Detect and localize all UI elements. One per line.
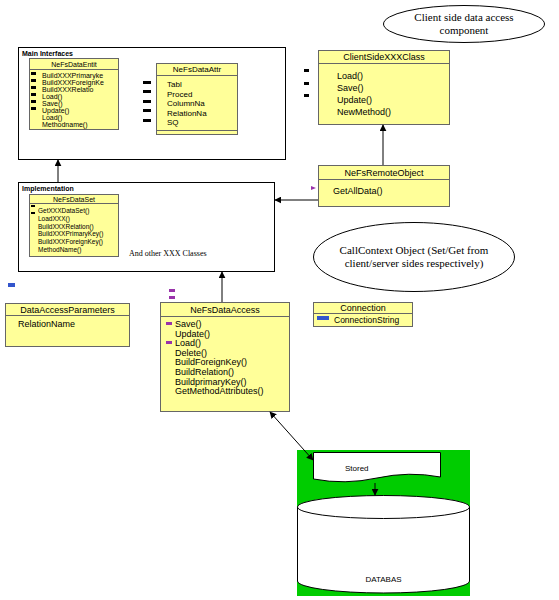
member-name: Load() bbox=[30, 93, 118, 100]
access-icons bbox=[166, 186, 316, 344]
member-name: Update() bbox=[161, 330, 289, 340]
member-name: Update() bbox=[319, 94, 449, 106]
class-box: ConnectionConnectionString bbox=[313, 302, 413, 327]
member-name: ColumnNa bbox=[157, 99, 237, 109]
document-outline bbox=[314, 453, 441, 482]
database-cylinder: DATABAS bbox=[297, 495, 470, 593]
shape-outline bbox=[313, 452, 441, 483]
member-name: BuildXXXForeignKe bbox=[30, 79, 118, 86]
shape-label: DATABAS bbox=[297, 575, 470, 585]
class-name: ClientSideXXXClass bbox=[319, 51, 449, 64]
class-box: ClientSideXXXClassLoad()Save()Update()Ne… bbox=[318, 50, 450, 125]
member-name: Methodname() bbox=[30, 121, 118, 128]
parameter-icons bbox=[8, 283, 329, 320]
member-name: RelationName bbox=[6, 319, 129, 330]
class-box: NeFsRemoteObjectGetAllData() bbox=[318, 165, 450, 207]
connector-arrow bbox=[275, 200, 318, 201]
member-name: BuildForeignKey() bbox=[161, 358, 289, 368]
member-icons bbox=[31, 69, 309, 214]
implementation-group: ImplementationAnd other XXX Classes NeFsD… bbox=[18, 182, 275, 272]
member-name: Save() bbox=[30, 100, 118, 107]
class-box: NeFsDataEntitBuildXXXPrimarykeBuildXXXFo… bbox=[29, 58, 119, 130]
class-name: NeFsRemoteObject bbox=[319, 166, 449, 180]
class-name: NeFsDataSet bbox=[30, 195, 118, 204]
ellipse-outline bbox=[314, 223, 515, 292]
class-name: Connection bbox=[314, 303, 412, 314]
interface-group: Main InterfacesNeFsDataEntitBuildXXXPrim… bbox=[18, 47, 286, 160]
member-name: LoadXXX() bbox=[30, 215, 118, 223]
member-name: NewMethod() bbox=[319, 106, 449, 118]
member-name: Tabl bbox=[157, 80, 237, 90]
member-name: SQ bbox=[157, 118, 237, 128]
class-name: NeFsDataAccess bbox=[161, 303, 289, 317]
shape-label: Stored bbox=[345, 464, 369, 474]
database-area bbox=[297, 450, 470, 596]
member-name: Load() bbox=[319, 70, 449, 82]
connector-arrow bbox=[375, 483, 376, 495]
member-list: GetAllData() bbox=[319, 180, 449, 197]
connector-arrow bbox=[222, 272, 223, 302]
member-name: BuildXXXRelation() bbox=[30, 223, 118, 231]
callout-text: Client side data access component bbox=[383, 5, 545, 43]
compartment-line bbox=[157, 130, 237, 131]
member-name: Save() bbox=[161, 320, 289, 330]
member-name: GetAllData() bbox=[319, 185, 449, 197]
member-name: GetXXXDataSet() bbox=[30, 207, 118, 215]
member-name: BuildprimaryKey() bbox=[161, 378, 289, 388]
member-list: GetXXXDataSet()LoadXXX()BuildXXXRelation… bbox=[30, 204, 118, 254]
member-name: Update() bbox=[30, 107, 118, 114]
member-list: RelationName bbox=[6, 316, 129, 330]
class-name: NeFsDataEntit bbox=[30, 59, 118, 70]
member-list: Load()Save()Update()NewMethod() bbox=[319, 64, 449, 118]
member-name: Save() bbox=[319, 82, 449, 94]
cylinder-top bbox=[298, 496, 470, 519]
connector-arrow bbox=[383, 125, 384, 165]
callout-ellipse: CallContext Object (Set/Get from client/… bbox=[313, 222, 515, 292]
member-list: BuildXXXPrimarykeBuildXXXForeignKeBuildX… bbox=[30, 70, 118, 128]
member-name: Load() bbox=[161, 339, 289, 349]
class-box: NeFsDataAccessSave()Update()Load()Delete… bbox=[160, 302, 290, 412]
class-box: NeFsDataSetGetXXXDataSet()LoadXXX()Build… bbox=[29, 194, 119, 257]
connector-arrow bbox=[270, 412, 313, 460]
group-note: And other XXX Classes bbox=[129, 249, 207, 259]
callout-ellipse: Client side data access component bbox=[383, 5, 545, 43]
member-name: Load() bbox=[30, 114, 118, 121]
class-name: DataAccessParameters bbox=[6, 304, 129, 316]
stored-procedure-shape: Stored bbox=[313, 452, 441, 483]
member-name: MethodName() bbox=[30, 246, 118, 254]
member-name: BuildXXXForeignKey() bbox=[30, 238, 118, 246]
group-title: Main Interfaces bbox=[22, 49, 73, 58]
member-name: BuildXXXRelatio bbox=[30, 86, 118, 93]
member-name: Delete() bbox=[161, 349, 289, 359]
ellipse-outline bbox=[384, 6, 545, 43]
callout-text: CallContext Object (Set/Get from client/… bbox=[313, 222, 515, 292]
group-title: Implementation bbox=[22, 184, 74, 193]
member-list: Save()Update()Load()Delete()BuildForeign… bbox=[161, 317, 289, 397]
member-list: ConnectionString bbox=[314, 314, 412, 326]
member-list: TablProcedColumnNaRelationNaSQ bbox=[157, 76, 237, 128]
member-name: RelationNa bbox=[157, 109, 237, 119]
member-name: BuildRelation() bbox=[161, 368, 289, 378]
class-name: NeFsDataAttr bbox=[157, 64, 237, 76]
member-name: BuildXXXPrimaryKey() bbox=[30, 230, 118, 238]
class-box: DataAccessParametersRelationName bbox=[5, 303, 130, 347]
cylinder-body bbox=[298, 507, 470, 593]
member-name: BuildXXXPrimaryke bbox=[30, 72, 118, 79]
member-name: GetMethodAttributes() bbox=[161, 387, 289, 397]
member-name: Proced bbox=[157, 90, 237, 100]
member-name: ConnectionString bbox=[314, 315, 412, 326]
class-box: NeFsDataAttrTablProcedColumnNaRelationNa… bbox=[156, 63, 238, 135]
connector-arrow bbox=[58, 160, 59, 182]
